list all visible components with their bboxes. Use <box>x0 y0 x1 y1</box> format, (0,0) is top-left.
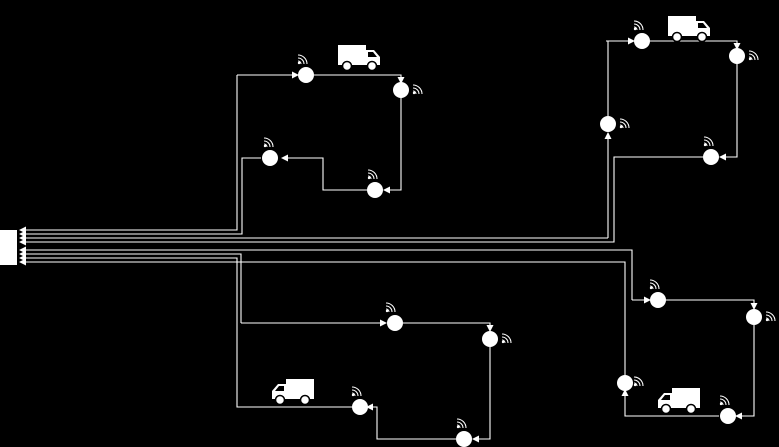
wifi-signal-icon <box>633 20 644 31</box>
sensor-node-circle-icon <box>746 309 762 325</box>
sensor-node-circle-icon <box>298 67 314 83</box>
wifi-signal-icon <box>351 386 362 397</box>
delivery-truck-icon <box>657 387 701 415</box>
wifi-signal-icon <box>501 333 512 344</box>
wifi-signal-icon <box>633 376 644 387</box>
sensor-node-circle-icon <box>617 375 633 391</box>
wifi-signal-icon <box>456 418 467 429</box>
sensor-node-circle-icon <box>650 292 666 308</box>
connection-wire <box>19 254 352 408</box>
connection-wire <box>403 322 494 332</box>
delivery-truck-icon <box>667 15 711 43</box>
delivery-truck-icon <box>337 44 381 72</box>
connection-wire <box>281 154 367 191</box>
wifi-signal-icon <box>297 54 308 65</box>
wifi-signals <box>263 20 776 429</box>
sensor-node-circle-icon <box>703 149 719 165</box>
connection-wire <box>314 74 405 84</box>
connection-wire <box>666 299 758 310</box>
wifi-signal-icon <box>703 136 714 147</box>
sensor-node-circle-icon <box>634 33 650 49</box>
wifi-signal-icon <box>748 50 759 61</box>
connection-wire <box>472 347 491 443</box>
server-block-icon <box>0 230 17 265</box>
connection-wire <box>719 63 738 161</box>
sensor-node-circle-icon <box>367 182 383 198</box>
sensor-node-circle-icon <box>482 331 498 347</box>
connection-wire <box>650 40 741 50</box>
wifi-signal-icon <box>263 137 274 148</box>
delivery-truck-icon <box>271 378 315 406</box>
connection-wire <box>735 325 755 420</box>
connection-wires <box>19 37 758 443</box>
connection-wire <box>383 97 402 194</box>
wifi-signal-icon <box>765 311 776 322</box>
connection-wire <box>19 157 261 238</box>
wifi-signal-icon <box>385 302 396 313</box>
sensor-nodes <box>262 33 762 447</box>
wifi-signal-icon <box>367 169 378 180</box>
connection-wire <box>366 403 456 440</box>
delivery-trucks <box>271 15 711 415</box>
wifi-signal-icon <box>412 84 423 95</box>
sensor-node-circle-icon <box>352 399 368 415</box>
connection-wire <box>19 156 703 246</box>
sensor-node-circle-icon <box>456 431 472 447</box>
sensor-node-circle-icon <box>720 408 736 424</box>
sensor-node-circle-icon <box>262 150 278 166</box>
connection-wire <box>19 75 238 234</box>
sensor-node-circle-icon <box>729 48 745 64</box>
connection-wire <box>621 389 719 417</box>
wifi-signal-icon <box>619 118 630 129</box>
connection-wire <box>19 258 626 376</box>
sensor-node-circle-icon <box>393 82 409 98</box>
sensor-node-circle-icon <box>600 116 616 132</box>
wifi-signal-icon <box>719 395 730 406</box>
wifi-signal-icon <box>649 279 660 290</box>
sensor-node-circle-icon <box>387 315 403 331</box>
connection-wire <box>19 250 242 323</box>
connection-wire <box>19 246 633 300</box>
